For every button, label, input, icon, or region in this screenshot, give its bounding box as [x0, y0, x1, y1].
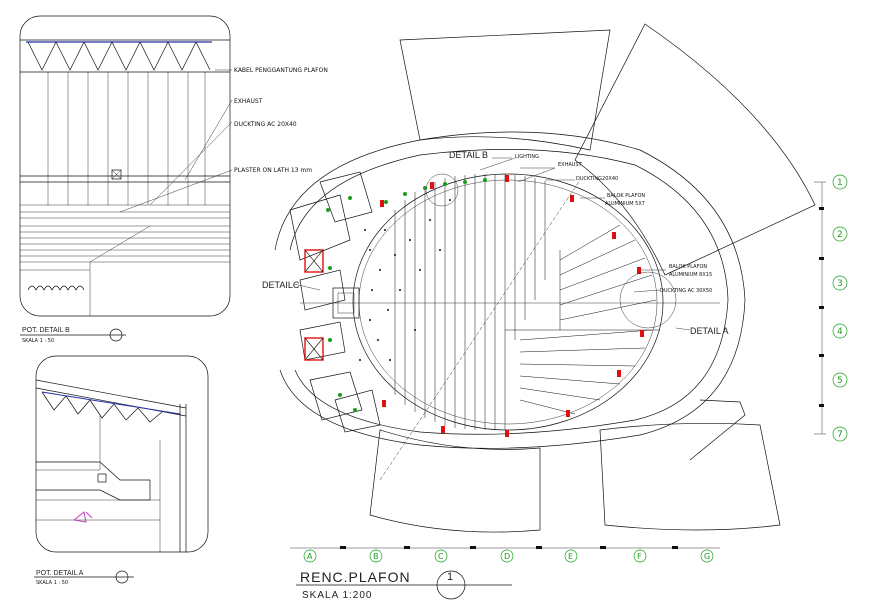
exhaust-box-icon — [111, 169, 122, 180]
detail-b-truss — [26, 41, 212, 71]
grid-col-b: B — [373, 552, 379, 561]
detail-a-title: POT. DETAIL A — [36, 570, 84, 577]
detail-b-callout-circle — [425, 173, 459, 207]
exhaust-box-a-icon — [97, 473, 107, 483]
callout-detail-c: DETAILC — [262, 280, 300, 290]
grid-cols: A B C D E F G — [290, 546, 720, 563]
callout-balok-2b: ALUMINIUM 8X15 — [669, 272, 712, 278]
detail-b-marker-icon — [109, 328, 123, 342]
note-kabel: KABEL PENGGANTUNG PLAFON — [234, 67, 328, 74]
detail-b-panel: KABEL PENGGANTUNG PLAFON EXHAUST DUCKTIN… — [19, 15, 328, 317]
outer-panel-bottom-left — [369, 429, 541, 533]
note-ducting: DUCKTING AC 20X40 — [234, 121, 297, 128]
grid-row-5: 5 — [837, 376, 843, 386]
callout-detail-b: DETAIL B — [449, 150, 488, 160]
grid-row-2: 2 — [837, 230, 843, 240]
title-block: RENC.PLAFON SKALA 1:200 1 — [296, 569, 512, 601]
grid-col-c: C — [438, 552, 444, 561]
detail-a-marker-icon — [115, 570, 129, 584]
outer-panel-bottom-right — [599, 422, 781, 531]
callout-duckting-20x40: DUCKTING20X40 — [576, 176, 618, 182]
callout-balok-1b: ALUMINIUM 5X7 — [605, 201, 645, 207]
detail-a-callout-circle — [619, 271, 677, 329]
outer-panel-top-right — [574, 23, 816, 276]
detail-b-title: POT. DETAIL B — [22, 327, 70, 334]
exhaust-fan-icon — [304, 249, 324, 361]
center-block — [332, 287, 360, 319]
grid-col-g: G — [704, 552, 710, 561]
grid-col-f: F — [637, 552, 642, 561]
detail-a-scale: SKALA 1 : 50 — [36, 580, 68, 586]
vertical-hatch — [394, 174, 546, 430]
chevron-hatch — [505, 224, 660, 415]
outer-ring — [274, 131, 746, 449]
main-scale: SKALA 1:200 — [302, 590, 373, 601]
grid-row-4: 4 — [837, 327, 843, 337]
grid-row-1: 1 — [837, 178, 843, 188]
callout-detail-a: DETAIL A — [690, 326, 729, 336]
grid-col-e: E — [568, 552, 573, 561]
callout-balok-2: BALOK PLAFON — [669, 264, 707, 270]
outer-panel-top-left — [399, 29, 611, 151]
red-markers — [380, 175, 644, 437]
detail-a-panel — [35, 355, 209, 553]
callout-exhaust: EXHAUST — [558, 162, 583, 168]
callout-balok-1: BALOK PLAFON — [607, 193, 645, 199]
grid-col-d: D — [504, 552, 510, 561]
ceiling-plan: DETAIL B LIGHTING EXHAUST DUCKTING20X40 … — [262, 23, 816, 533]
green-fixtures — [326, 178, 487, 412]
callout-lighting: LIGHTING — [515, 154, 539, 160]
grid-row-7: 7 — [837, 430, 843, 440]
detail-b-scale: SKALA 1 : 50 — [22, 338, 54, 344]
note-exhaust: EXHAUST — [234, 98, 263, 105]
grid-col-a: A — [307, 552, 313, 561]
light-fixture-icon — [72, 511, 93, 523]
main-title: RENC.PLAFON — [300, 569, 411, 585]
callout-duckting-30x50: DUCKTING AC 30X50 — [660, 288, 712, 294]
inner-ellipse — [352, 173, 664, 431]
lighting-dots — [359, 199, 451, 361]
grid-row-3: 3 — [837, 279, 843, 289]
note-plaster: PLASTER ON LATH 13 mm — [234, 167, 312, 174]
title-number-circle — [436, 570, 466, 600]
main-number: 1 — [447, 571, 453, 583]
grid-rows: 1 2 3 4 5 7 — [814, 174, 848, 442]
